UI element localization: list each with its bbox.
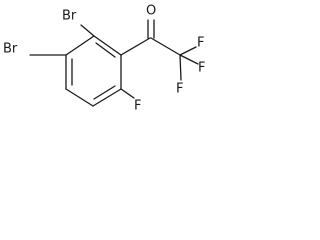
bond-cf3-to-f-bottom: [179, 54, 182, 81]
atom-label-fluorine-right-top: F: [197, 36, 204, 51]
bond-ring-to-fluorine: [120, 88, 135, 99]
bond-ring-to-br-upper: [80, 24, 95, 37]
ring-bond-c3-c4: [92, 88, 122, 107]
atom-label-fluorine-bottom: F: [176, 82, 183, 97]
atom-label-br-upper: Br: [62, 9, 77, 24]
ring-double-bond-inner-2: [93, 85, 116, 100]
atom-label-fluorine-right: F: [198, 61, 205, 76]
bond-cf3-to-f-right: [179, 54, 199, 65]
ring-bond-c4-c5: [65, 88, 94, 107]
ring-bond-c1-c2: [93, 35, 122, 56]
bond-ring-to-carbonyl: [120, 37, 151, 56]
benzene-ring: [65, 35, 122, 107]
atom-label-fluorine-ring: F: [134, 99, 141, 114]
chemical-structure-diagram: Br Br O F F F F: [3, 4, 205, 114]
atom-label-br-left: Br: [3, 42, 18, 57]
ring-bond-c6-c1: [65, 35, 95, 56]
ring-double-bond-inner-1: [95, 42, 116, 58]
bond-cf3-to-f-top: [179, 46, 197, 56]
atom-label-oxygen: O: [146, 4, 156, 19]
bond-carbonyl-to-cf3: [150, 37, 181, 56]
